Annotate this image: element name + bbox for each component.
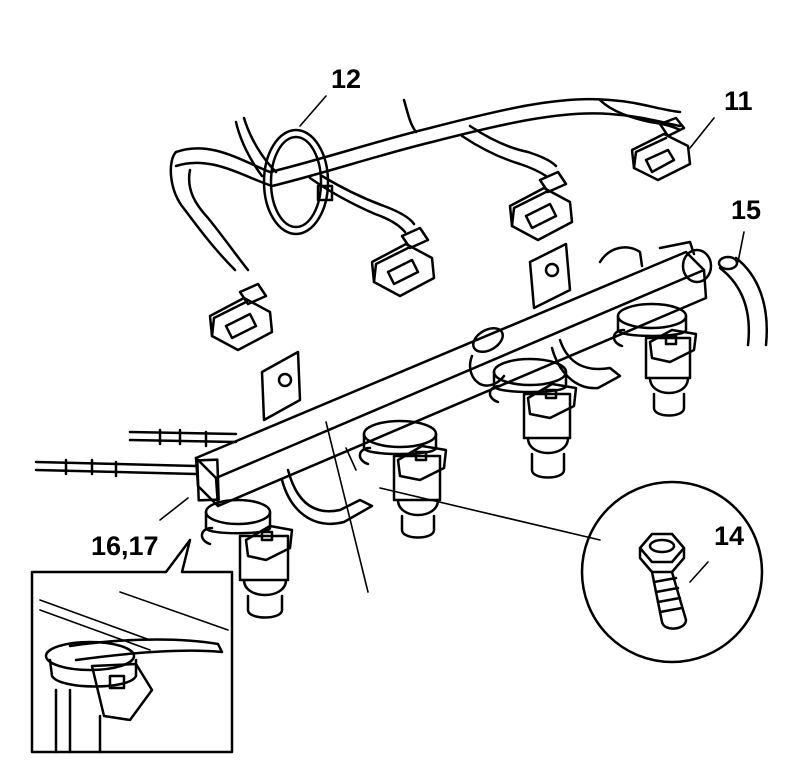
bolt-detail xyxy=(580,480,764,664)
callout-12-wiring-harness: 12 xyxy=(331,64,362,94)
wiring-harness xyxy=(169,97,682,272)
fuel-injector-4 xyxy=(612,302,698,417)
callout-14-bolt: 14 xyxy=(714,521,745,551)
leader-lines xyxy=(159,95,745,583)
fuel-injector-3 xyxy=(488,357,578,479)
callout-11-injector-connector: 11 xyxy=(724,86,753,116)
fuel-injector-2 xyxy=(358,419,448,539)
fuel-injector-1 xyxy=(200,498,294,619)
mounting-brackets xyxy=(260,242,622,525)
injector-connector-1 xyxy=(208,282,274,352)
guide-lines xyxy=(325,421,369,593)
clip-detail-inset xyxy=(30,538,234,754)
injector-connector-3 xyxy=(508,170,574,242)
fuel-rail xyxy=(194,240,713,508)
fuel-hose xyxy=(717,255,768,347)
callout-15-fuel-hose: 15 xyxy=(731,195,762,225)
injector-connector-4 xyxy=(630,116,692,182)
injector-connector-2 xyxy=(370,226,436,298)
vacuum-lines xyxy=(34,428,238,478)
callout-16-17-injector-clip: 16,17 xyxy=(91,531,159,561)
